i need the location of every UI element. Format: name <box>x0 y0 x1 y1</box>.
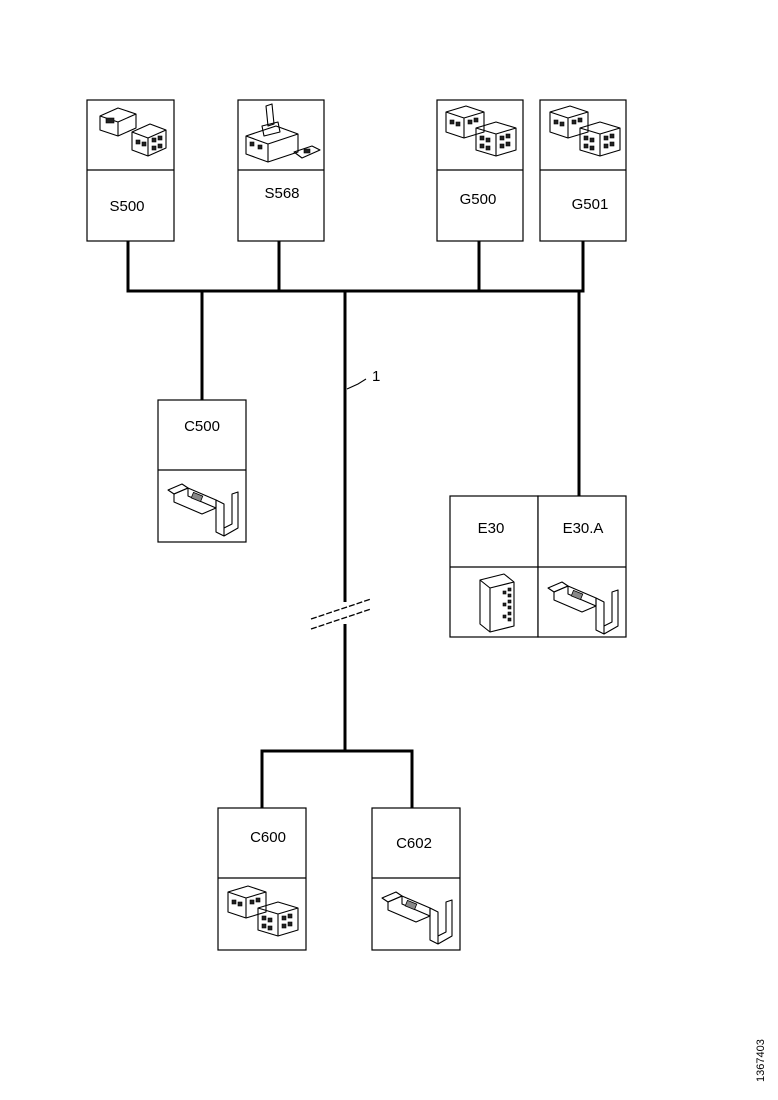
connector-s500: S500 <box>86 99 175 242</box>
harness-callout-number: 1 <box>372 368 380 385</box>
connector-c600: C600 <box>217 807 307 951</box>
connector-e30a: E30.A <box>537 495 627 638</box>
connector-label-e30a: E30.A <box>563 520 604 537</box>
harness-callout: 1 <box>346 368 380 390</box>
connector-label-s568: S568 <box>264 185 299 202</box>
figure-id: 1367403 <box>755 1039 767 1082</box>
connector-label-c500: C500 <box>184 418 220 435</box>
connector-label-c602: C602 <box>396 835 432 852</box>
connector-label-s500: S500 <box>109 198 144 215</box>
connector-s568: S568 <box>237 99 325 242</box>
wire-break-symbol <box>310 598 372 630</box>
connector-c602: C602 <box>371 807 461 951</box>
connector-g500: G500 <box>436 99 524 242</box>
harness-wires <box>126 239 585 810</box>
connector-label-c600: C600 <box>250 829 286 846</box>
connector-label-g501: G501 <box>572 196 609 213</box>
connector-label-g500: G500 <box>460 191 497 208</box>
connector-label-e30: E30 <box>478 520 505 537</box>
connector-c500: C500 <box>157 399 247 543</box>
connector-g501: G501 <box>539 99 627 242</box>
connector-e30: E30 <box>449 495 539 638</box>
